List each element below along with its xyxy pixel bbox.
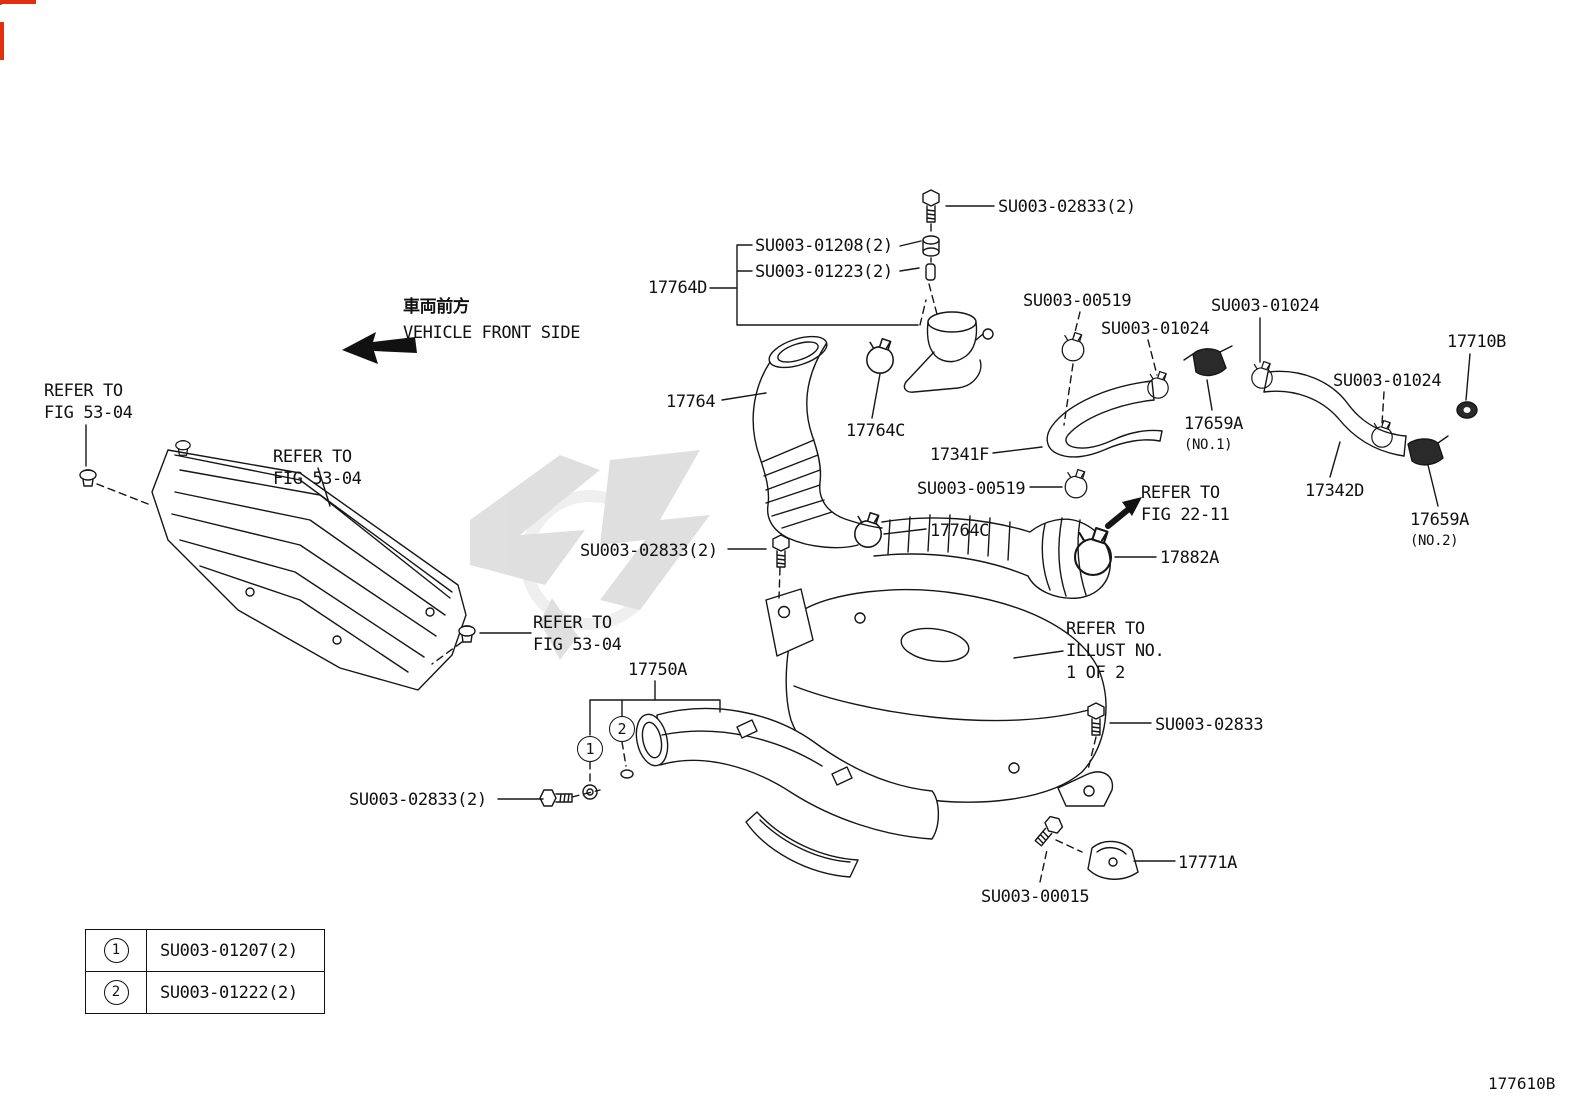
callout-2: 2 — [609, 716, 635, 742]
direction-label-en: VEHICLE FRONT SIDE — [403, 323, 581, 343]
clamp-su003-00519-icon — [1064, 468, 1088, 499]
label-17659a-no1-sub: (NO.1) — [1184, 437, 1233, 453]
label-17764c-2: 17764C — [930, 521, 990, 541]
label-refer-illust: REFER TO ILLUST NO. 1 OF 2 — [1066, 619, 1165, 683]
label-su003-00015: SU003-00015 — [981, 887, 1090, 907]
label-bolt-su003-02833-top: SU003-02833(2) — [998, 197, 1136, 217]
bolt-icon — [922, 189, 940, 223]
watermark-logo — [470, 450, 710, 660]
intake-hose-17764-drawing — [752, 335, 883, 549]
label-su003-02833-bottom: SU003-02833(2) — [349, 790, 487, 810]
label-refer-fig-53-04-2: REFER TO FIG 53-04 — [273, 447, 362, 489]
grommet-17710b-drawing — [1456, 401, 1478, 419]
legend-part-2: SU003-01222(2) — [160, 982, 298, 1003]
legend-table: 1 SU003-01207(2) 2 SU003-01222(2) — [85, 929, 325, 1014]
label-su003-02833-right: SU003-02833 — [1155, 715, 1264, 735]
bolt-icon — [1031, 812, 1066, 850]
label-su003-00519-2: SU003-00519 — [917, 479, 1026, 499]
label-17659a-no2-sub: (NO.2) — [1410, 533, 1459, 549]
red-crop-mark — [0, 0, 36, 4]
label-refer-fig-22-11: REFER TO FIG 22-11 — [1141, 483, 1230, 525]
hose-17342d-drawing — [1263, 370, 1407, 457]
label-17764c-1: 17764C — [846, 421, 906, 441]
callout-1: 1 — [577, 736, 603, 762]
clip-icon — [458, 625, 476, 643]
direction-label-jp: 車両前方 — [403, 297, 470, 317]
bracket-17771a-drawing — [1087, 840, 1139, 880]
connector-17659a-no2-drawing — [1407, 435, 1449, 466]
legend-callout-1: 1 — [103, 938, 129, 963]
bolt-icon — [539, 789, 573, 807]
label-17710b: 17710B — [1447, 332, 1507, 352]
label-17659a-no1: 17659A — [1184, 414, 1244, 434]
legend-row-2: 2 SU003-01222(2) — [86, 971, 324, 1013]
label-17659a-no2: 17659A — [1410, 510, 1470, 530]
clamp-17764c-icon — [854, 511, 882, 548]
label-su003-01024-3: SU003-01024 — [1333, 371, 1442, 391]
leader-lines — [85, 205, 1471, 862]
label-17882a: 17882A — [1160, 548, 1220, 568]
legend-callout-2: 2 — [103, 980, 129, 1005]
label-su003-01223: SU003-01223(2) — [755, 262, 893, 282]
label-17764: 17764 — [666, 392, 716, 412]
bolt-icon — [772, 534, 790, 568]
hose-17341f-drawing — [1046, 380, 1163, 458]
legend-part-1: SU003-01207(2) — [160, 940, 298, 961]
clamp-su003-01024-icon — [1251, 360, 1273, 389]
intake-duct-17750a-drawing — [635, 707, 940, 878]
legend-row-1: 1 SU003-01207(2) — [86, 930, 324, 971]
fig-22-11-arrow — [1105, 497, 1142, 529]
label-17342d: 17342D — [1305, 481, 1365, 501]
clamp-su003-01024-icon — [1371, 419, 1393, 448]
connector-17659a-no1-drawing — [1183, 345, 1233, 377]
label-17341f: 17341F — [930, 445, 990, 465]
clip-icon — [79, 469, 97, 487]
resonator-17764d-drawing — [903, 235, 994, 393]
label-17771a: 17771A — [1178, 853, 1238, 873]
legend-no-cell: 1 — [86, 930, 147, 971]
bolt-icons — [539, 189, 1105, 850]
label-17750a: 17750A — [628, 660, 688, 680]
label-refer-fig-53-04-3: REFER TO FIG 53-04 — [533, 613, 622, 655]
label-refer-fig-53-04-1: REFER TO FIG 53-04 — [44, 381, 133, 423]
label-su003-00519-1: SU003-00519 — [1023, 291, 1132, 311]
clamp-su003-00519-icon — [1061, 331, 1085, 362]
underbody-cover-drawing — [0, 0, 476, 691]
dashed-lines — [96, 223, 1385, 883]
label-su003-02833-mid: SU003-02833(2) — [580, 541, 718, 561]
drawing-number: 177610B — [1488, 1074, 1556, 1093]
air-cleaner-drawing — [765, 514, 1114, 807]
legend-no-cell: 2 — [86, 972, 147, 1013]
clamp-17764c-icon — [866, 337, 894, 374]
front-direction-arrow — [342, 332, 417, 364]
label-su003-01024-2: SU003-01024 — [1101, 319, 1210, 339]
red-crop-mark — [0, 22, 4, 60]
label-17764d: 17764D — [648, 278, 708, 298]
label-su003-01208: SU003-01208(2) — [755, 236, 893, 256]
label-su003-01024-1: SU003-01024 — [1211, 296, 1320, 316]
